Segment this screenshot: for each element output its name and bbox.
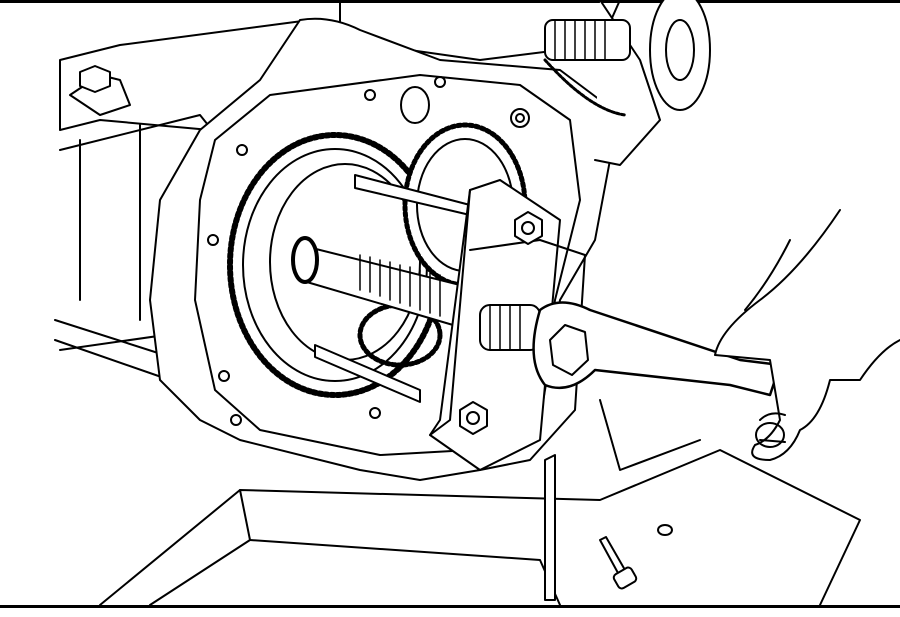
puller-legs (315, 175, 470, 418)
socket-wrench (480, 303, 780, 396)
puller-screw (293, 238, 480, 330)
upper-right-housing (545, 0, 710, 165)
top-border-rule (0, 0, 900, 3)
hand (715, 210, 900, 460)
pin (600, 537, 638, 590)
bottom-border-rule (0, 605, 900, 608)
support-stand (100, 400, 860, 605)
